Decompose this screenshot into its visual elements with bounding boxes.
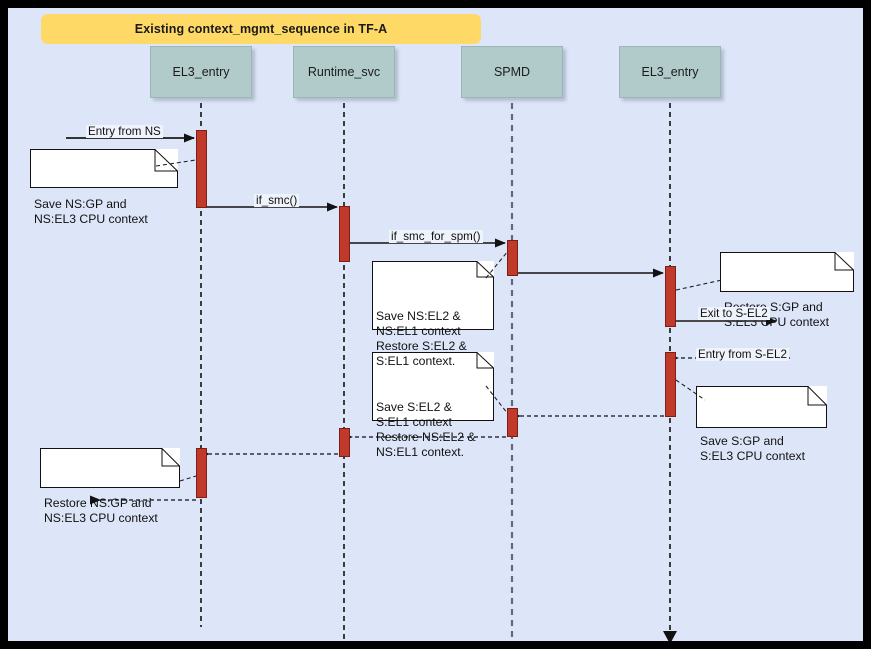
lifeline-label-el3-entry-2: EL3_entry <box>641 65 699 79</box>
message-label-exit-to-s-el2: Exit to S-EL2 <box>698 307 770 320</box>
activation-bar-runtime-svc-1[interactable] <box>339 206 350 262</box>
message-label-if-smc-for-spm: if_smc_for_spm() <box>389 230 483 243</box>
activation-bar-el3-entry-1[interactable] <box>196 130 207 208</box>
lifeline-head-el3-entry-2[interactable]: EL3_entry <box>619 46 721 98</box>
lifeline-head-el3-entry[interactable]: EL3_entry <box>150 46 252 98</box>
lifeline-end-arrow-el3-entry-2 <box>663 631 677 641</box>
activation-bar-el3-entry-2-2[interactable] <box>665 352 676 417</box>
activation-bar-runtime-svc-2[interactable] <box>339 428 350 457</box>
message-label-if-smc: if_smc() <box>254 194 300 207</box>
message-label-entry-from-ns: Entry from NS <box>86 125 163 138</box>
lifeline-head-spmd[interactable]: SPMD <box>461 46 563 98</box>
activation-bar-el3-entry-2b[interactable] <box>196 448 207 498</box>
activation-bar-spmd-1[interactable] <box>507 240 518 276</box>
note-connector-restore-s-gp <box>675 279 723 291</box>
diagram-title-banner: Existing context_mgmt_sequence in TF-A <box>41 14 481 44</box>
lifeline-label-el3-entry: EL3_entry <box>172 65 230 79</box>
page-title: Existing context_mgmt_sequence in TF-A <box>134 22 388 36</box>
note-connector-save-s-el2 <box>485 385 509 415</box>
lifeline-label-runtime-svc: Runtime_svc <box>307 65 381 79</box>
note-text-save-s-gp: Save S:GP and S:EL3 CPU context <box>700 434 805 463</box>
activation-bar-spmd-2[interactable] <box>507 408 518 437</box>
activation-bar-el3-entry-2-1[interactable] <box>665 266 676 327</box>
lifeline-head-runtime-svc[interactable]: Runtime_svc <box>293 46 395 98</box>
lifeline-label-spmd: SPMD <box>493 65 531 79</box>
note-connector-save-s-gp <box>675 379 706 401</box>
diagram-stage: Existing context_mgmt_sequence in TF-A E… <box>8 8 863 641</box>
note-connector-save-ns-gp <box>155 159 197 167</box>
note-connector-restore-ns-gp <box>179 475 197 482</box>
note-text-save-ns-gp: Save NS:GP and NS:EL3 CPU context <box>34 197 148 226</box>
messages-layer <box>66 133 790 505</box>
message-label-entry-from-s-el2: Entry from S-EL2 <box>696 348 789 361</box>
note-connector-save-ns-el2 <box>485 250 509 279</box>
